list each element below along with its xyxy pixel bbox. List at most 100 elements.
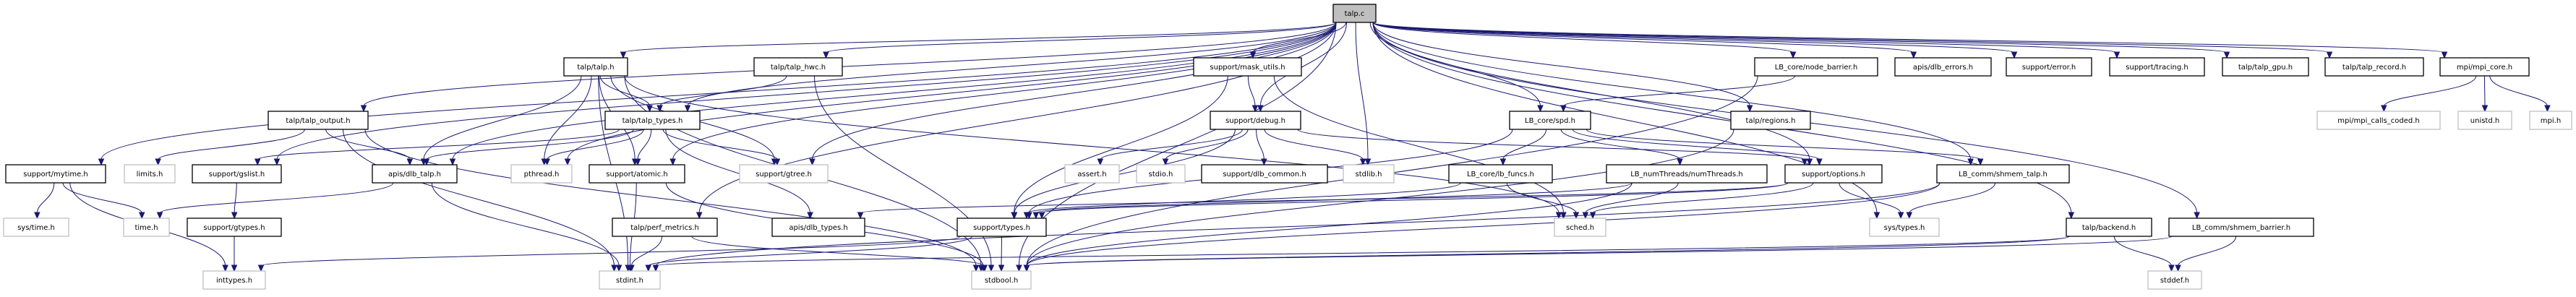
node-atomic-h[interactable]: support/atomic.h — [589, 164, 685, 184]
node-lb-funcs-h[interactable]: LB_core/lb_funcs.h — [1448, 164, 1553, 184]
edge-talp_c-to-error_h — [1372, 22, 2015, 53]
arrowhead-icon — [1011, 212, 1018, 220]
edge-talp_types_h-to-dlb_types_h — [665, 129, 811, 214]
edge-mask_utils_h-to-debug_h — [1247, 75, 1256, 107]
node-sys-types-h: sys/types.h — [1869, 218, 1940, 237]
edge-talp_c-to-perf_metrics_h — [698, 22, 1337, 214]
arrowhead-icon — [972, 264, 980, 272]
node-box — [612, 218, 718, 237]
node-box — [563, 57, 628, 77]
node-talp-hwc-h[interactable]: talp/talp_hwc.h — [753, 57, 843, 77]
node-talp-h[interactable]: talp/talp.h — [563, 57, 628, 77]
arrowhead-icon — [2011, 51, 2018, 59]
node-box — [1784, 164, 1883, 184]
arrowhead-icon — [1910, 51, 1917, 59]
node-talp-c[interactable]: talp.c — [1332, 4, 1377, 23]
arrowhead-icon — [807, 212, 813, 220]
edge-talp_c-to-shmem_talp_h — [1372, 22, 1972, 160]
node-talp-gpu-h[interactable]: talp/talp_gpu.h — [2222, 57, 2309, 77]
arrowhead-icon — [1023, 264, 1030, 272]
edge-numThreads_h-to-sched_h — [1585, 182, 1679, 214]
arrowhead-icon — [406, 158, 414, 166]
node-error-h[interactable]: support/error.h — [2006, 57, 2092, 77]
node-box — [1554, 218, 1606, 237]
edge-talp_h-to-dlb_talp_h — [423, 75, 582, 160]
node-perf-metrics-h[interactable]: talp/perf_metrics.h — [612, 218, 718, 237]
node-dlb-types-h[interactable]: apis/dlb_types.h — [771, 218, 865, 237]
node-gtree-h: support/gtree.h — [739, 164, 829, 184]
arrowhead-icon — [1746, 105, 1753, 113]
node-numThreads-h[interactable]: LB_numThreads/numThreads.h — [1606, 164, 1768, 184]
edge-talp_c-to-gslist_h — [276, 22, 1337, 160]
arrowhead-icon — [857, 212, 864, 220]
node-label: LB_core/node_barrier.h — [1775, 64, 1858, 72]
arrowhead-icon — [1873, 212, 1880, 220]
node-label: mpi/mpi_core.h — [2457, 64, 2512, 72]
arrowhead-icon — [2168, 264, 2175, 272]
node-box — [192, 164, 282, 184]
arrowhead-icon — [1906, 212, 1913, 220]
edge-talp_types_h-to-atomic_h — [637, 129, 652, 160]
arrowhead-icon — [1038, 212, 1045, 220]
arrowhead-icon — [2381, 105, 2387, 113]
arrowhead-icon — [2175, 264, 2181, 272]
node-gtypes-h[interactable]: support/gtypes.h — [187, 218, 282, 237]
node-spd-h[interactable]: LB_core/spd.h — [1509, 111, 1591, 130]
node-label: support/tracing.h — [2126, 64, 2188, 72]
edge-talp_h-to-sched_h — [624, 75, 1559, 214]
node-dlb-common-h[interactable]: support/dlb_common.h — [1201, 164, 1328, 184]
arrowhead-icon — [564, 158, 571, 166]
edge-talp_h-to-talp_types_h — [599, 75, 651, 107]
node-label: mpi/mpi_calls_coded.h — [2337, 117, 2419, 125]
edge-talp_output_h-to-stdbool_h — [364, 129, 977, 267]
node-label: stdint.h — [616, 277, 643, 285]
node-mytime-h[interactable]: support/mytime.h — [5, 164, 106, 184]
arrowhead-icon — [1162, 158, 1169, 166]
arrowhead-icon — [998, 264, 1005, 272]
node-inttypes-h: inttypes.h — [202, 270, 266, 290]
node-shmem-barrier-h[interactable]: LB_comm/shmem_barrier.h — [2168, 218, 2314, 237]
node-types-h[interactable]: support/types.h — [957, 218, 1047, 237]
arrowhead-icon — [360, 105, 367, 113]
edge-talp_c-to-node_barrier_h — [1372, 22, 1794, 53]
node-box — [187, 218, 282, 237]
node-label: talp/talp_types.h — [622, 117, 683, 125]
edge-options_h-to-types_h — [1041, 182, 1789, 214]
node-gslist-h[interactable]: support/gslist.h — [192, 164, 282, 184]
node-backend-h[interactable]: talp/backend.h — [2066, 218, 2152, 237]
node-mask-utils-h[interactable]: support/mask_utils.h — [1193, 57, 1302, 77]
node-tracing-h[interactable]: support/tracing.h — [2109, 57, 2205, 77]
node-talp-output-h[interactable]: talp/talp_output.h — [268, 111, 369, 130]
arrowhead-icon — [809, 158, 816, 166]
arrowhead-icon — [2068, 212, 2075, 220]
node-dlb-errors-h[interactable]: apis/dlb_errors.h — [1894, 57, 1992, 77]
node-mpi-core-h[interactable]: mpi/mpi_core.h — [2439, 57, 2530, 77]
node-box — [1606, 164, 1768, 184]
edge-talp_types_h-to-gtree_h — [662, 129, 778, 160]
arrowhead-icon — [231, 212, 238, 220]
node-dlb-talp-h[interactable]: apis/dlb_talp.h — [372, 164, 458, 184]
edge-debug_h-to-stdlib_h — [1264, 129, 1364, 160]
node-label: talp/backend.h — [2082, 224, 2136, 232]
edge-talp_c-to-stdlib_h — [1355, 22, 1369, 160]
node-talp-record-h[interactable]: talp/talp_record.h — [2324, 57, 2424, 77]
arrowhead-icon — [628, 264, 635, 272]
node-label: support/types.h — [973, 224, 1030, 232]
node-node-barrier-h[interactable]: LB_core/node_barrier.h — [1754, 57, 1878, 77]
node-debug-h[interactable]: support/debug.h — [1210, 111, 1301, 130]
edges-layer — [34, 22, 2551, 272]
arrowhead-icon — [774, 158, 781, 166]
arrowhead-icon — [2544, 105, 2551, 113]
node-sched-h: sched.h — [1554, 218, 1606, 237]
edge-talp_c-to-mpi_core_h — [1372, 22, 2445, 53]
edge-talp_c-to-talp_gpu_h — [1372, 22, 2228, 53]
node-shmem-talp-h[interactable]: LB_comm/shmem_talp.h — [1936, 164, 2070, 184]
node-talp-types-h[interactable]: talp/talp_types.h — [604, 111, 701, 130]
edge-talp_types_h-to-dlb_talp_h — [426, 129, 634, 160]
arrowhead-icon — [2326, 51, 2333, 59]
arrowhead-icon — [1032, 212, 1040, 220]
node-options-h[interactable]: support/options.h — [1784, 164, 1883, 184]
node-box — [372, 164, 458, 184]
node-regions-h[interactable]: talp/regions.h — [1730, 111, 1811, 130]
